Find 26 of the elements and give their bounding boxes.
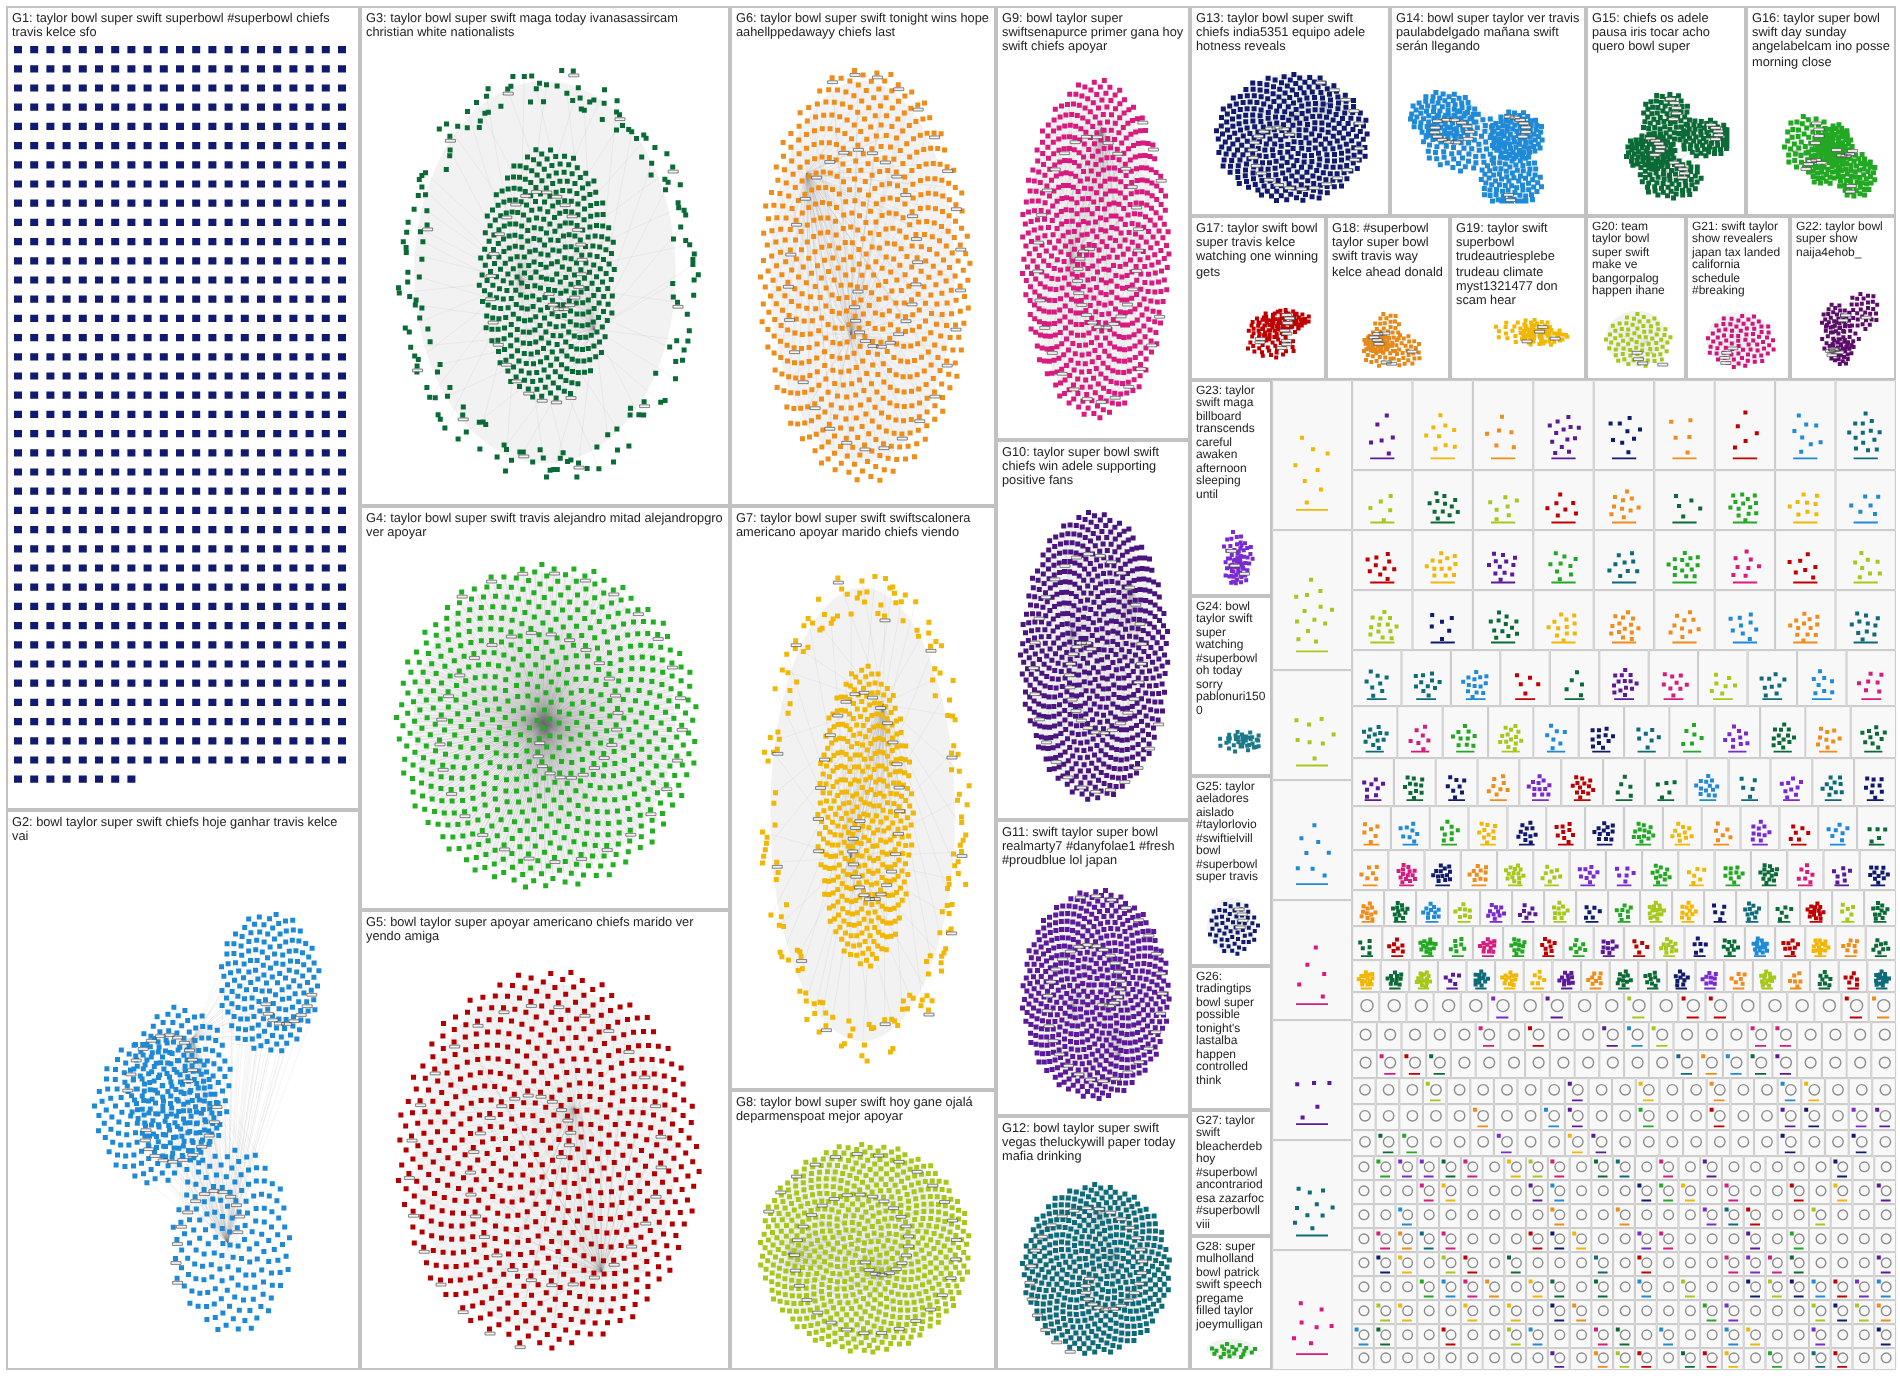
group-panel: [360, 910, 730, 1370]
group-panel: [360, 6, 730, 506]
group-panel: [730, 506, 996, 1090]
group-panel: [996, 1116, 1190, 1370]
group-panel: [1190, 380, 1272, 596]
group-panel: [1190, 1236, 1272, 1370]
group-panel: [1190, 6, 1390, 216]
group-panel: [1190, 776, 1272, 966]
group-panel: [360, 506, 730, 910]
group-panel: [1190, 966, 1272, 1110]
group-panel: [730, 6, 996, 506]
group-panel: [1190, 596, 1272, 776]
group-panel: [996, 440, 1190, 820]
group-panel: [1190, 216, 1326, 380]
group-panel: [6, 810, 360, 1370]
group-panel: [730, 1090, 996, 1370]
group-panel: [1586, 216, 1686, 380]
group-panel: [996, 820, 1190, 1116]
group-panel: [1450, 216, 1586, 380]
group-panel: [1326, 216, 1450, 380]
group-panel: [1686, 216, 1790, 380]
group-panel: [1746, 6, 1896, 216]
group-panel: [1586, 6, 1746, 216]
group-panel: [1790, 216, 1896, 380]
group-panel: [1390, 6, 1586, 216]
group-panel: [996, 6, 1190, 440]
